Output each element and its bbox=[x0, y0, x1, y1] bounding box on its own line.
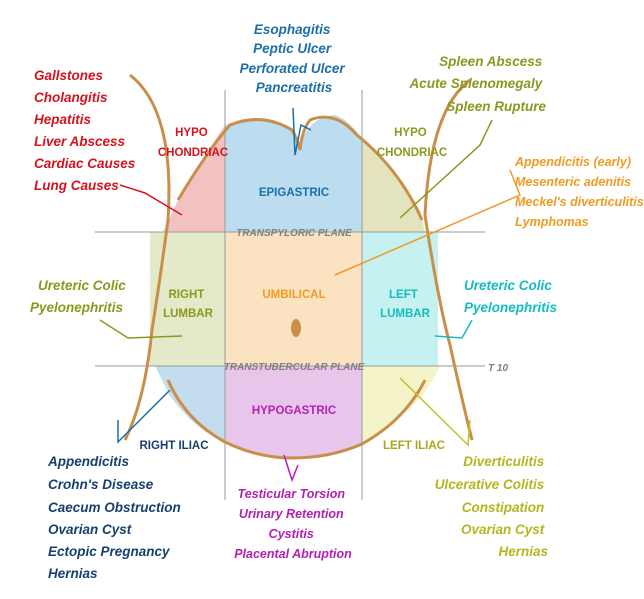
condition-item: Crohn's Disease bbox=[48, 477, 154, 492]
condition-item: Hernias bbox=[48, 566, 98, 581]
condition-item: Ovarian Cyst bbox=[461, 522, 545, 537]
abdomen-outline-left-flank bbox=[423, 78, 474, 441]
condition-item: Mesenteric adenitis bbox=[515, 175, 631, 189]
hypogastric-region bbox=[225, 366, 362, 459]
pointer-umbilical bbox=[334, 169, 521, 276]
right-iliac-conditions: Appendicitis Crohn's Disease Caecum Obst… bbox=[47, 454, 185, 581]
pointer-left-iliac bbox=[399, 377, 471, 447]
condition-item: Lung Causes bbox=[34, 178, 119, 193]
pointer-left-hypochondriac bbox=[399, 119, 493, 219]
condition-item: Urinary Retention bbox=[239, 507, 344, 521]
condition-item: Cystitis bbox=[269, 527, 314, 541]
condition-item: Cardiac Causes bbox=[34, 156, 136, 171]
navel bbox=[291, 319, 301, 337]
condition-item: Pancreatitis bbox=[256, 80, 333, 95]
condition-item: Peptic Ulcer bbox=[253, 41, 332, 56]
left-iliac-conditions: Diverticulitis Ulcerative Colitis Consti… bbox=[435, 454, 549, 559]
pointer-left-lumbar bbox=[434, 319, 473, 339]
umbilical-conditions: Appendicitis (early) Mesenteric adenitis… bbox=[514, 155, 644, 229]
condition-item: Placental Abruption bbox=[234, 547, 352, 561]
condition-item: Spleen Rupture bbox=[446, 99, 546, 114]
condition-item: Constipation bbox=[462, 500, 545, 515]
condition-item: Hernias bbox=[498, 544, 548, 559]
condition-item: Pyelonephritis bbox=[30, 300, 124, 315]
transtubercular-plane-label: TRANSTUBERCULAR PLANE bbox=[224, 362, 365, 373]
abdomen-outline-right-flank bbox=[123, 73, 171, 441]
right-lumbar-conditions: Ureteric Colic Pyelonephritis bbox=[30, 278, 130, 315]
condition-item: Perforated Ulcer bbox=[240, 61, 346, 76]
condition-item: Spleen Abscess bbox=[439, 54, 543, 69]
condition-item: Esophagitis bbox=[254, 22, 331, 37]
umbilical-label: UMBILICAL bbox=[262, 289, 325, 301]
condition-item: Ureteric Colic bbox=[464, 278, 552, 293]
condition-item: Meckel's diverticulitis bbox=[515, 195, 644, 209]
left-lumbar-conditions: Ureteric Colic Pyelonephritis bbox=[464, 278, 558, 315]
left-hypochondriac-label: HYPO CHONDRIAC bbox=[377, 127, 447, 159]
pointer-right-lumbar bbox=[99, 319, 183, 339]
condition-item: Lymphomas bbox=[515, 215, 589, 229]
transpyloric-plane-label: TRANSPYLORIC PLANE bbox=[236, 228, 352, 239]
condition-item: Ovarian Cyst bbox=[48, 522, 132, 537]
right-hypochondriac-label: HYPO CHONDRIAC bbox=[158, 127, 228, 159]
condition-item: Ulcerative Colitis bbox=[435, 477, 545, 492]
abdomen-outline-top bbox=[176, 115, 424, 221]
epigastric-region bbox=[225, 115, 362, 232]
condition-item: Caecum Obstruction bbox=[48, 500, 181, 515]
pointer-epigastric bbox=[292, 107, 312, 156]
condition-item: Ectopic Pregnancy bbox=[48, 544, 171, 559]
pointer-right-iliac bbox=[117, 389, 171, 444]
left-iliac-label: LEFT ILIAC bbox=[383, 440, 445, 452]
pointer-hypogastric bbox=[283, 454, 299, 483]
hypogastric-conditions: Testicular Torsion Urinary Retention Cys… bbox=[234, 487, 352, 561]
right-iliac-region bbox=[155, 366, 225, 442]
right-hypochondriac-conditions: Gallstones Cholangitis Hepatitis Liver A… bbox=[34, 68, 139, 193]
condition-item: Testicular Torsion bbox=[238, 487, 346, 501]
condition-item: Liver Abscess bbox=[34, 134, 126, 149]
left-lumbar-label: LEFT LUMBAR bbox=[380, 289, 431, 320]
left-hypochondriac-conditions: Spleen Abscess Acute Splenomegaly Spleen… bbox=[408, 54, 546, 114]
right-iliac-label: RIGHT ILIAC bbox=[140, 440, 209, 452]
hypogastric-label: HYPOGASTRIC bbox=[252, 405, 336, 417]
condition-item: Cholangitis bbox=[34, 90, 108, 105]
condition-item: Acute Splenomegaly bbox=[408, 76, 543, 91]
right-lumbar-label: RIGHT LUMBAR bbox=[163, 289, 214, 320]
pointer-right-hypochondriac bbox=[119, 184, 183, 216]
condition-item: Ureteric Colic bbox=[38, 278, 126, 293]
condition-item: Hepatitis bbox=[34, 112, 92, 127]
condition-item: Pyelonephritis bbox=[464, 300, 558, 315]
t10-label: T 10 bbox=[488, 363, 508, 374]
left-lumbar-region bbox=[362, 232, 438, 366]
condition-item: Appendicitis (early) bbox=[514, 155, 631, 169]
condition-item: Appendicitis bbox=[47, 454, 129, 469]
epigastric-conditions: Esophagitis Peptic Ulcer Perforated Ulce… bbox=[240, 22, 349, 95]
epigastric-label: EPIGASTRIC bbox=[259, 187, 329, 199]
condition-item: Diverticulitis bbox=[463, 454, 545, 469]
umbilical-region bbox=[225, 232, 362, 366]
condition-item: Gallstones bbox=[34, 68, 104, 83]
abdomen-outline-bottom bbox=[166, 379, 427, 460]
